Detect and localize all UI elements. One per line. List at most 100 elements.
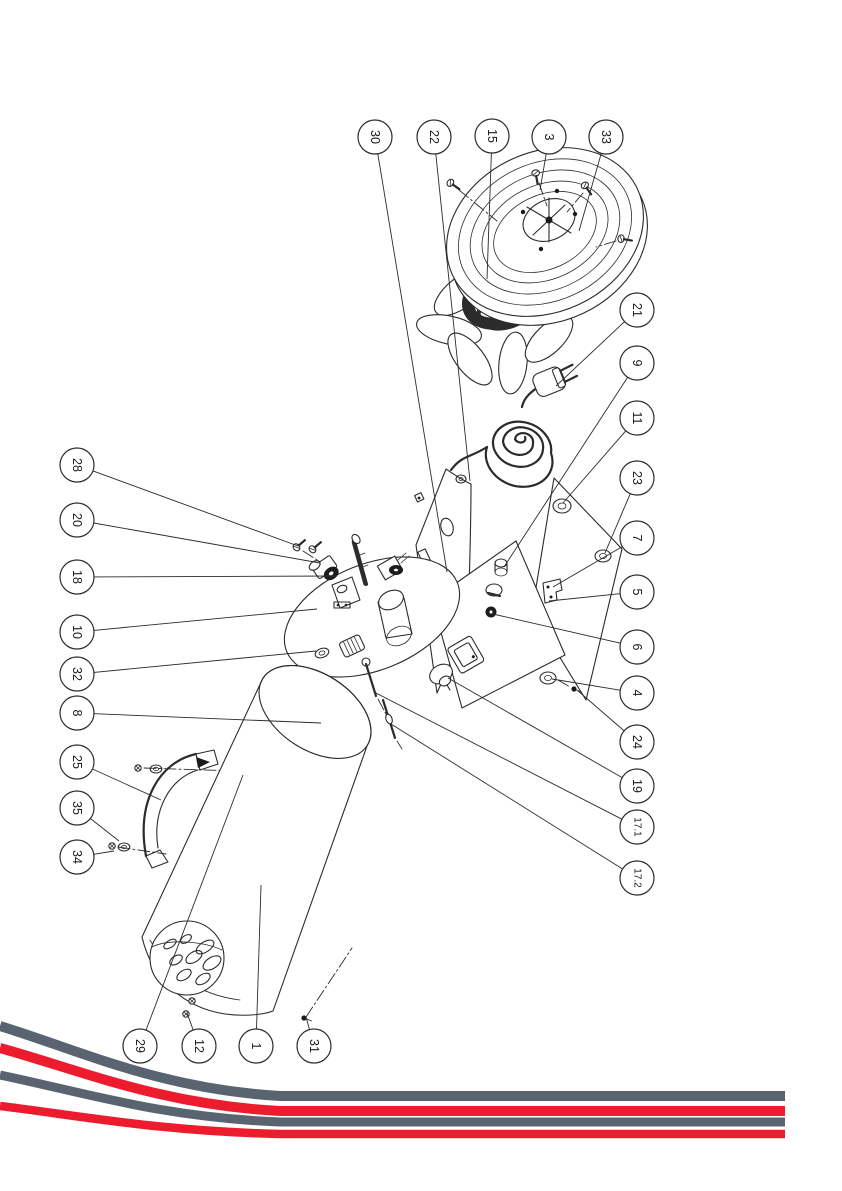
callout-label-17.2: 17.2 xyxy=(632,868,643,888)
callout-label-9: 9 xyxy=(630,360,644,367)
leader-8 xyxy=(93,713,322,724)
callout-label-30: 30 xyxy=(368,130,382,144)
brand-stripe-3-red xyxy=(0,1101,785,1139)
callout-1: 1 xyxy=(238,1028,274,1064)
brand-stripes xyxy=(0,1021,785,1139)
callout-circle-15 xyxy=(474,118,510,154)
callout-circle-5 xyxy=(619,574,655,610)
callout-label-8: 8 xyxy=(70,710,84,717)
mounting-bracket xyxy=(331,576,361,609)
leader-28 xyxy=(92,470,299,547)
callout-label-35: 35 xyxy=(70,801,84,815)
callout-circle-29 xyxy=(122,1028,158,1064)
leader-5 xyxy=(548,593,621,602)
callout-circle-9 xyxy=(619,345,655,381)
panel-washer xyxy=(539,671,582,693)
callout-12: 12 xyxy=(181,1028,217,1064)
coil-fitting xyxy=(376,552,410,581)
leader-33 xyxy=(578,153,602,232)
callout-28: 28 xyxy=(59,447,95,483)
callout-label-33: 33 xyxy=(599,130,613,144)
callout-4: 4 xyxy=(619,675,655,711)
filter-cap xyxy=(339,634,365,658)
callout-21: 21 xyxy=(619,292,655,328)
gas-valve xyxy=(308,555,339,581)
callout-5: 5 xyxy=(619,574,655,610)
callout-circle-22 xyxy=(416,119,452,155)
callout-23: 23 xyxy=(619,460,655,496)
callout-circle-11 xyxy=(619,400,655,436)
carry-handle xyxy=(108,749,250,869)
callout-label-10: 10 xyxy=(70,625,84,639)
fan-grille xyxy=(446,147,648,326)
callout-circle-18 xyxy=(59,559,95,595)
thermocouple-bolt xyxy=(361,657,388,717)
leader-9 xyxy=(503,376,629,568)
callout-20: 20 xyxy=(59,502,95,538)
control-panel xyxy=(429,540,582,709)
callout-25: 25 xyxy=(59,744,95,780)
perforated-end-cap xyxy=(149,920,225,996)
callout-9: 9 xyxy=(619,345,655,381)
leader-24 xyxy=(576,689,625,732)
callout-circle-1 xyxy=(238,1028,274,1064)
callout-24: 24 xyxy=(619,724,655,760)
leader-11 xyxy=(562,430,627,504)
callout-15: 15 xyxy=(474,118,510,154)
body-screws xyxy=(182,947,353,1022)
callout-34: 34 xyxy=(59,839,95,875)
callout-30: 30 xyxy=(357,119,393,155)
leader-17.1 xyxy=(373,691,623,820)
power-cord xyxy=(449,363,579,488)
callout-label-7: 7 xyxy=(630,535,644,542)
callout-label-21: 21 xyxy=(630,303,644,317)
callout-label-25: 25 xyxy=(70,755,84,769)
callout-label-15: 15 xyxy=(485,129,499,143)
brand-stripe-0-gray xyxy=(0,1021,785,1101)
leader-7 xyxy=(552,546,623,588)
fan-mounting-screws xyxy=(444,168,634,248)
callout-11: 11 xyxy=(619,400,655,436)
leader-10 xyxy=(93,608,318,631)
gas-inlet-fitting xyxy=(485,583,503,618)
leader-19 xyxy=(447,677,623,778)
callout-circle-25 xyxy=(59,744,95,780)
leader-12 xyxy=(186,1012,194,1031)
leader-1 xyxy=(256,884,262,1030)
callout-3: 3 xyxy=(531,119,567,155)
leader-30 xyxy=(377,153,448,573)
callout-circle-32 xyxy=(59,656,95,692)
callout-label-18: 18 xyxy=(70,570,84,584)
callout-circle-34 xyxy=(59,839,95,875)
leader-6 xyxy=(492,613,621,644)
callout-circle-19 xyxy=(619,768,655,804)
callout-17.2: 17.2 xyxy=(619,860,655,896)
leader-34 xyxy=(93,850,115,855)
leader-31 xyxy=(305,1016,310,1030)
callout-circle-10 xyxy=(59,614,95,650)
callout-31: 31 xyxy=(296,1028,332,1064)
callout-label-12: 12 xyxy=(192,1039,206,1053)
leader-3 xyxy=(539,153,547,191)
spark-electrode xyxy=(381,698,403,750)
callout-6: 6 xyxy=(619,629,655,665)
callout-leader-lines xyxy=(90,152,631,1031)
callout-label-5: 5 xyxy=(630,589,644,596)
leader-25 xyxy=(92,768,162,801)
callout-17.1: 17.1 xyxy=(619,809,655,845)
callout-label-23: 23 xyxy=(630,471,644,485)
line-artwork xyxy=(108,147,648,1022)
leader-22 xyxy=(435,153,471,482)
callout-circle-35 xyxy=(59,790,95,826)
callout-circle-8 xyxy=(59,695,95,731)
power-plug xyxy=(532,363,579,397)
callout-label-32: 32 xyxy=(70,667,84,681)
callout-circle-31 xyxy=(296,1028,332,1064)
callout-circle-30 xyxy=(357,119,393,155)
fan-assembly xyxy=(416,147,648,395)
callout-circle-7 xyxy=(619,520,655,556)
callout-circle-21 xyxy=(619,292,655,328)
callout-circle-6 xyxy=(619,629,655,665)
callout-label-19: 19 xyxy=(630,779,644,793)
